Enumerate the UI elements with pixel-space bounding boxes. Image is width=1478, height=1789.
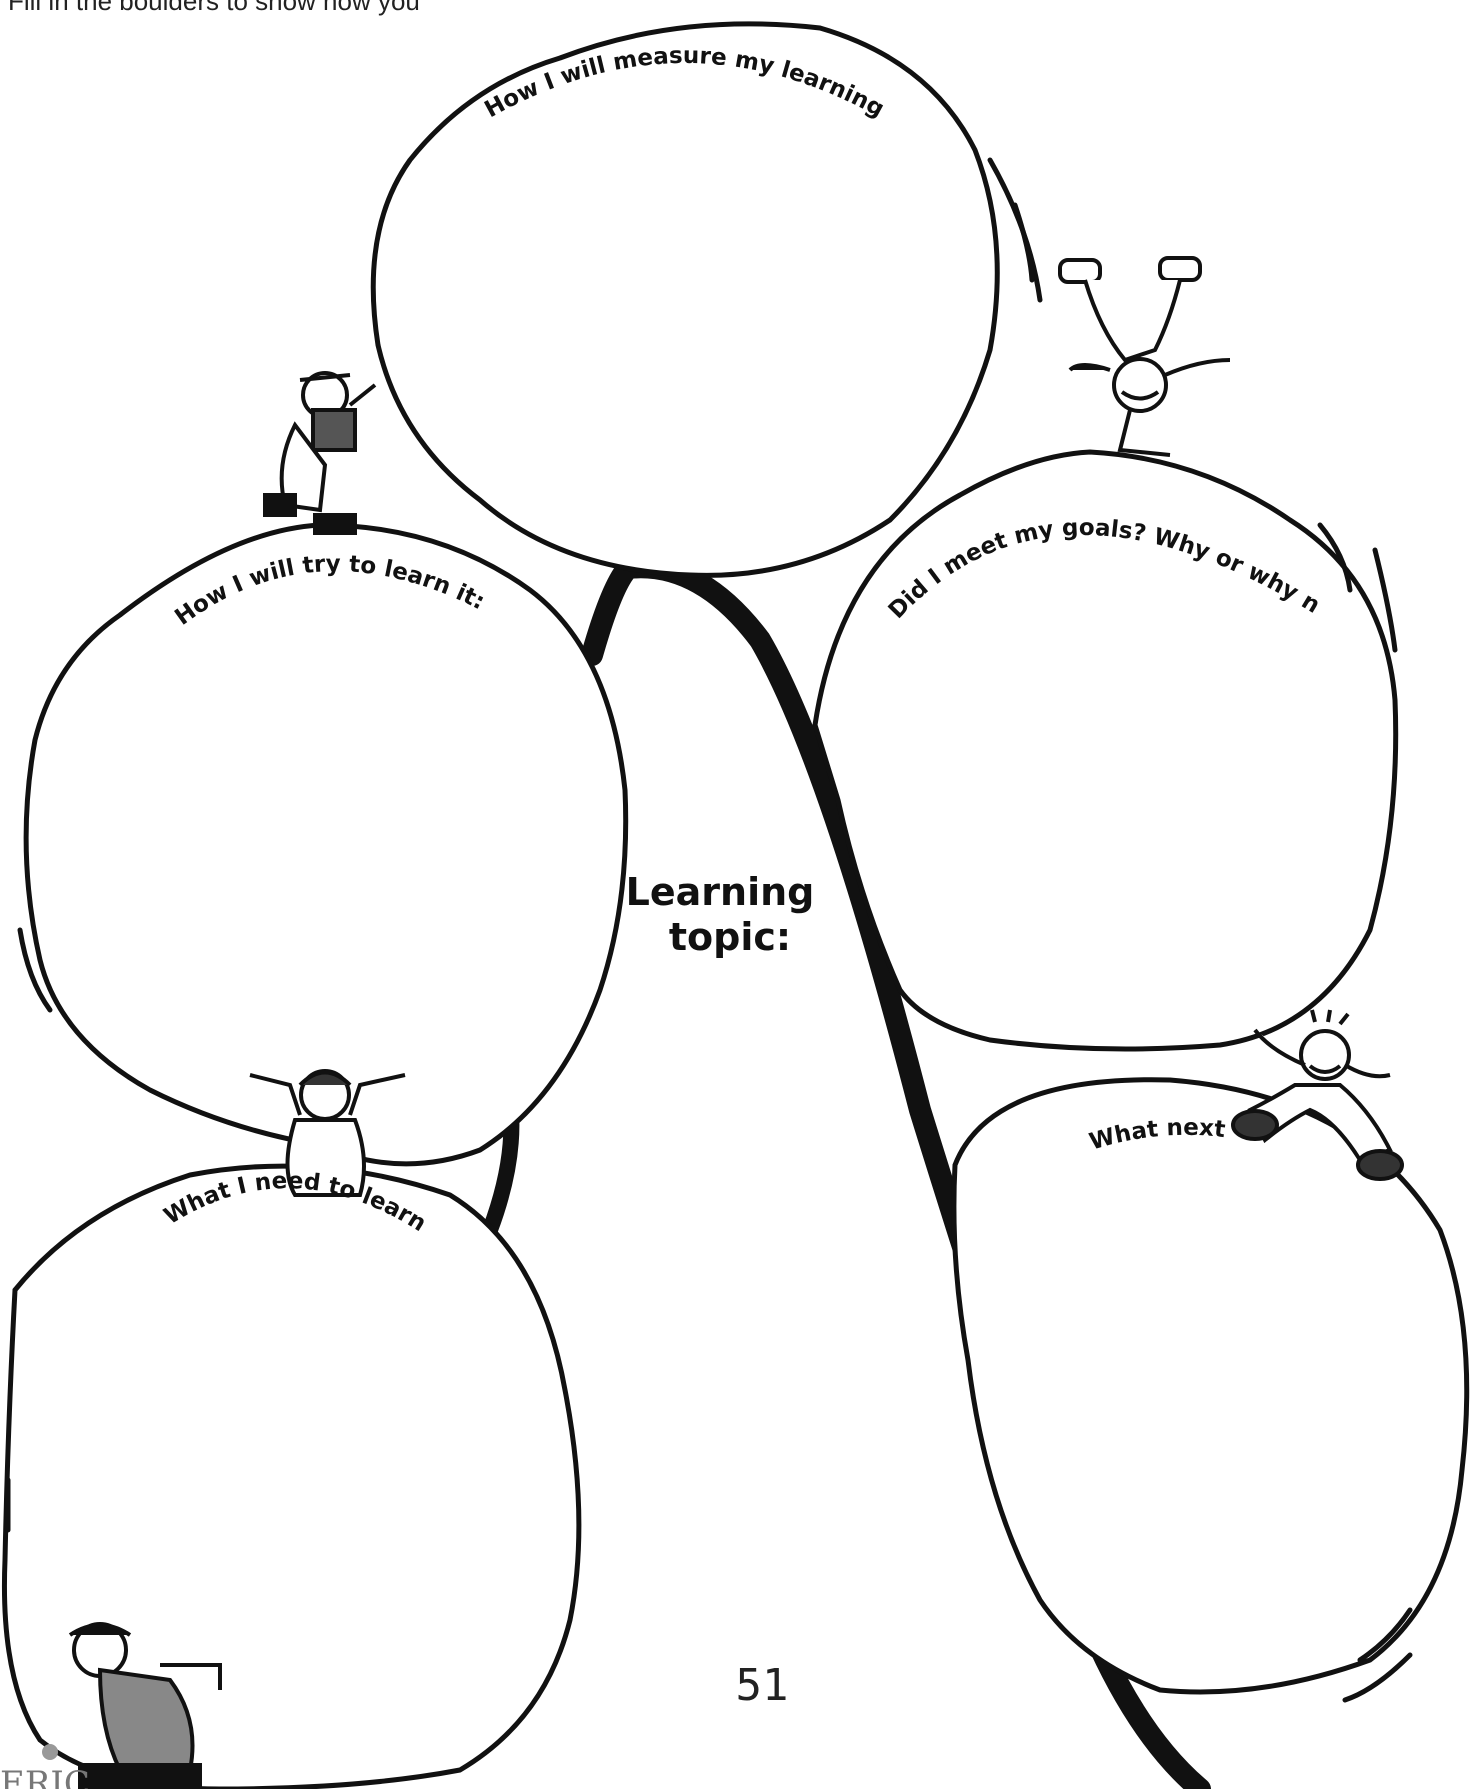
handstand-kid-icon xyxy=(1058,256,1231,457)
topic-line-1: Learning xyxy=(626,870,815,914)
boulder-goals xyxy=(812,449,1399,1052)
eric-logo-text: ERIC xyxy=(0,1764,90,1789)
jumping-kid-icon xyxy=(1231,1009,1404,1181)
instruction-text: Fill in the boulders to show how you xyxy=(8,0,420,16)
page-number: 51 xyxy=(736,1660,789,1711)
boulder-need-learn xyxy=(1,1163,582,1789)
boulder-what-next xyxy=(951,1077,1470,1695)
motion-lines xyxy=(5,157,1413,1703)
boulder-measure xyxy=(370,21,1000,578)
pushing-kid-icon xyxy=(68,1622,222,1789)
shrugging-kid-icon xyxy=(249,1069,406,1197)
eric-logo: ERIC xyxy=(0,1744,90,1789)
climbing-kid-icon xyxy=(263,371,377,535)
boulder-try-learn xyxy=(23,522,629,1167)
topic-line-2: topic: xyxy=(669,915,791,959)
